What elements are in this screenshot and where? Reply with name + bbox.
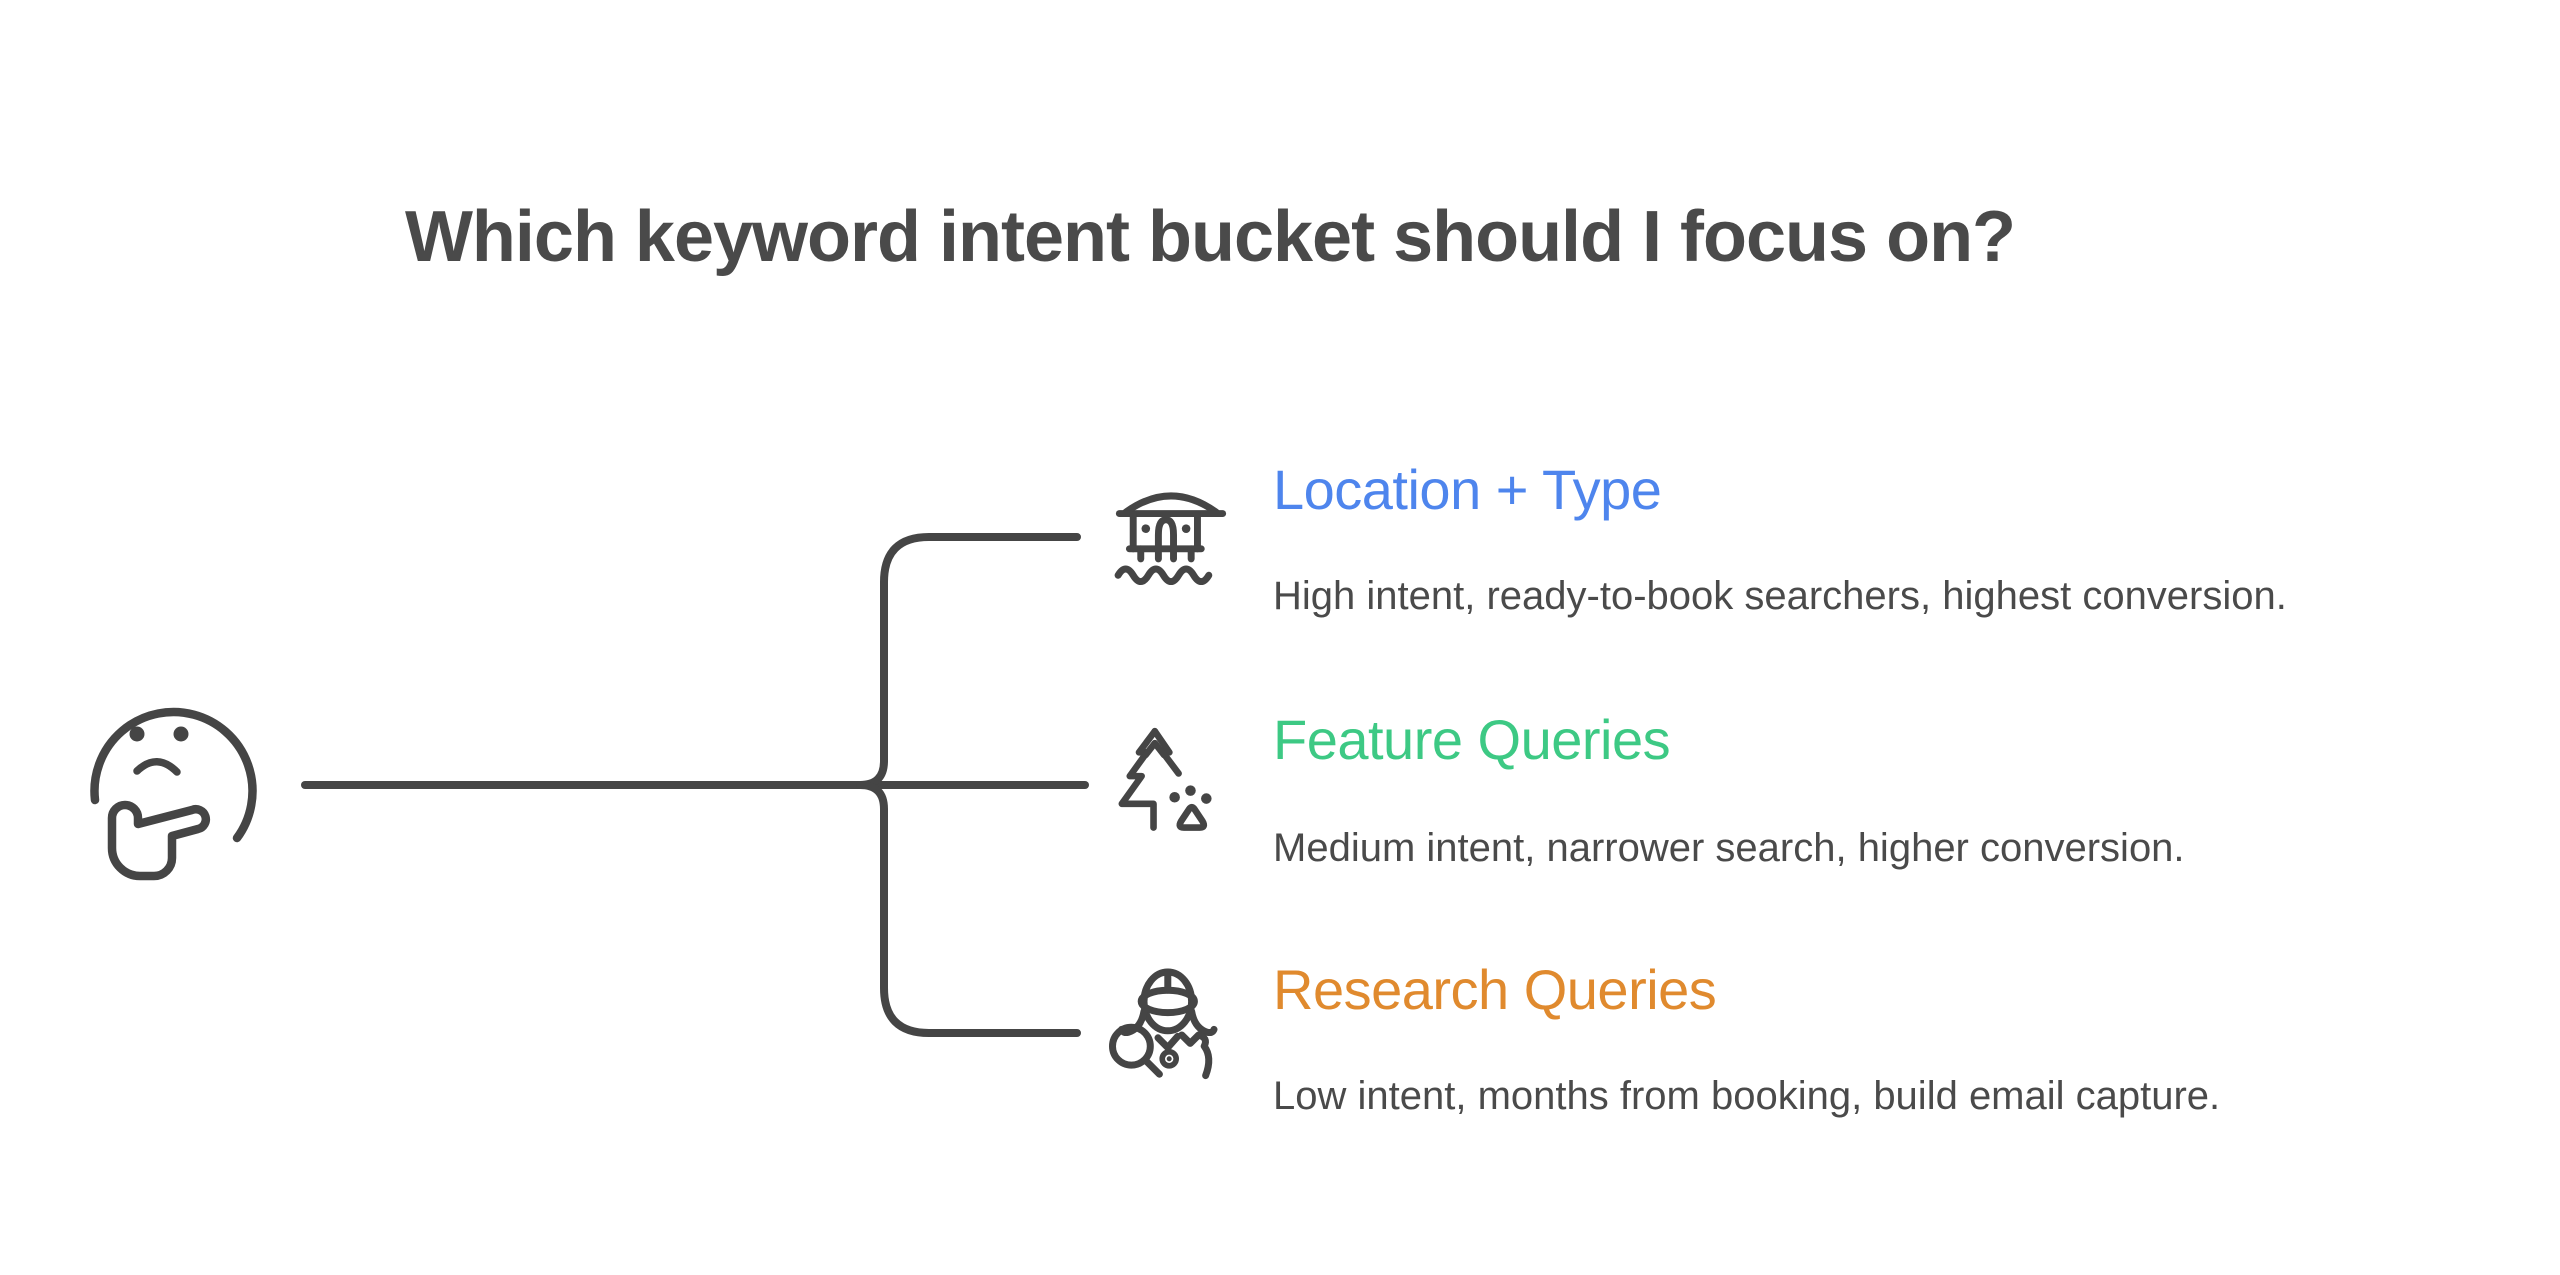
connector-lines xyxy=(301,533,1089,1037)
branch-description-location-type: High intent, ready-to-book searchers, hi… xyxy=(1273,574,2287,618)
researcher-magnifier-icon xyxy=(1108,968,1218,1080)
thinking-face-icon xyxy=(90,707,257,881)
pine-tree-paw-icon xyxy=(1118,727,1212,831)
page-title: Which keyword intent bucket should I foc… xyxy=(404,197,2016,278)
branch-description-research-queries: Low intent, months from booking, build e… xyxy=(1273,1074,2221,1118)
branch-label-feature-queries: Feature Queries xyxy=(1273,708,1671,771)
overwater-bungalow-icon xyxy=(1114,492,1227,585)
branch-description-feature-queries: Medium intent, narrower search, higher c… xyxy=(1273,826,2185,870)
branch-label-research-queries: Research Queries xyxy=(1273,958,1717,1021)
branch-label-location-type: Location + Type xyxy=(1273,458,1662,521)
